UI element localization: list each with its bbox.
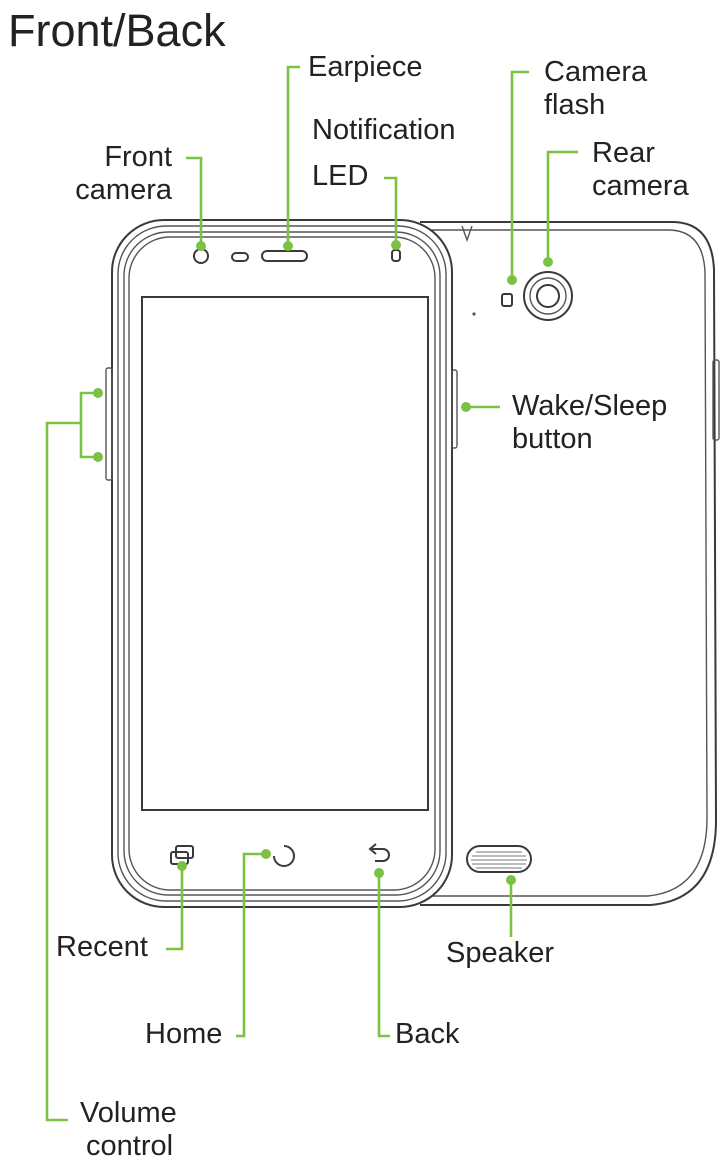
home-icon	[273, 845, 295, 867]
earpiece-slot	[261, 250, 308, 262]
rear-camera-middle	[529, 277, 567, 315]
back-microphone-hole	[472, 312, 476, 316]
speaker-dot	[506, 875, 516, 885]
home-label: Home	[145, 1018, 223, 1050]
callout-lines	[45, 65, 578, 1122]
page-title: Front/Back	[8, 5, 226, 56]
front-side-button	[451, 369, 458, 449]
phone-front-body	[111, 219, 453, 908]
notification-led-dot	[391, 240, 401, 250]
phone-front-bezel-1	[117, 225, 447, 902]
volume-label-line1: Volume	[80, 1097, 177, 1129]
phone-back	[420, 221, 720, 906]
phone-front-bezel-2	[123, 231, 441, 896]
phone-back-inner-edge	[430, 229, 708, 897]
front-camera-label-line2: camera	[75, 174, 172, 206]
camera-flash-label-line2: flash	[544, 89, 606, 121]
camera-flash-dot	[507, 275, 517, 285]
earpiece-label: Earpiece	[308, 51, 423, 83]
volume-up-dot	[93, 388, 103, 398]
notification-led-leader	[384, 176, 398, 245]
proximity-sensor	[231, 252, 249, 262]
wake-sleep-label-line1: Wake/Sleep	[512, 390, 668, 422]
camera-flash	[501, 293, 513, 307]
recent-dot	[177, 861, 187, 871]
phone-back-side-button	[712, 359, 720, 441]
recent-label: Recent	[56, 931, 148, 963]
back-label: Back	[395, 1018, 460, 1050]
front-camera-dot	[196, 241, 206, 251]
speaker-grille-slots	[471, 851, 527, 869]
phone-back-notch	[461, 225, 473, 243]
back-dot	[374, 868, 384, 878]
home-dot	[261, 849, 271, 859]
screen	[141, 296, 429, 811]
back-icon	[368, 843, 390, 862]
earpiece-leader	[286, 65, 300, 246]
speaker-label: Speaker	[446, 937, 555, 969]
notification-led-label-line1: Notification	[312, 114, 456, 146]
camera-flash-leader	[510, 70, 529, 280]
back-leader	[377, 873, 390, 1038]
volume-down-dot	[93, 452, 103, 462]
earpiece-dot	[283, 241, 293, 251]
phone-back-body	[420, 221, 718, 906]
speaker-grille	[466, 845, 532, 873]
phone-front	[105, 219, 458, 908]
front-camera-leader	[186, 156, 203, 246]
rear-camera-outer	[523, 271, 573, 321]
rear-camera-lens	[536, 284, 560, 308]
wake-sleep-dot	[461, 402, 471, 412]
wake-sleep-label-line2: button	[512, 423, 593, 455]
rear-camera-dot	[543, 257, 553, 267]
phone-front-bezel-3	[128, 236, 436, 891]
home-leader	[236, 852, 266, 1038]
front-camera-label-line1: Front	[104, 141, 172, 173]
rear-camera-label-line2: camera	[592, 170, 689, 202]
volume-leader	[45, 391, 98, 1122]
notification-led-label-line2: LED	[312, 160, 369, 192]
volume-label-line2: control	[86, 1130, 174, 1162]
volume-rocker	[105, 367, 113, 481]
rear-camera-label-line1: Rear	[592, 137, 655, 169]
rear-camera-leader	[546, 150, 578, 262]
recent-leader	[166, 866, 184, 951]
camera-flash-label-line1: Camera	[544, 56, 648, 88]
